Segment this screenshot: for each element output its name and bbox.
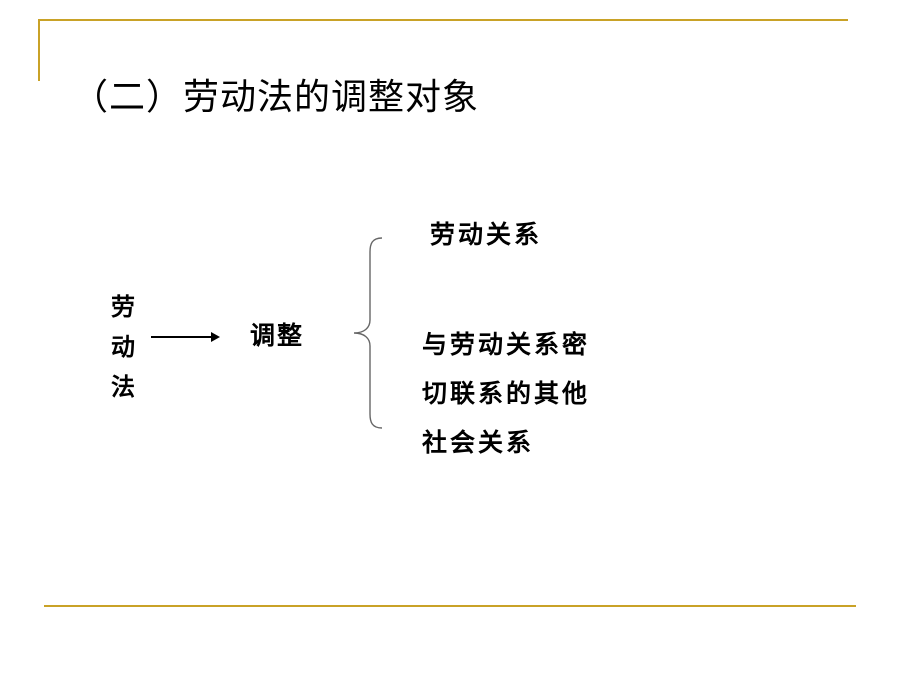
right-arrow-icon bbox=[151, 332, 220, 342]
diagram-subject: 劳动法 bbox=[111, 293, 135, 401]
top-rule bbox=[38, 19, 848, 21]
branch-labor-relations: 劳动关系 bbox=[430, 220, 543, 249]
bottom-rule bbox=[44, 605, 856, 607]
left-brace-icon bbox=[353, 237, 383, 429]
left-rule bbox=[38, 19, 40, 81]
branch-related-social-relations: 与劳动关系密切联系的其他社会关系 bbox=[422, 330, 591, 457]
diagram-relation: 调整 bbox=[250, 321, 305, 350]
page-title: （二）劳动法的调整对象 bbox=[72, 77, 480, 118]
